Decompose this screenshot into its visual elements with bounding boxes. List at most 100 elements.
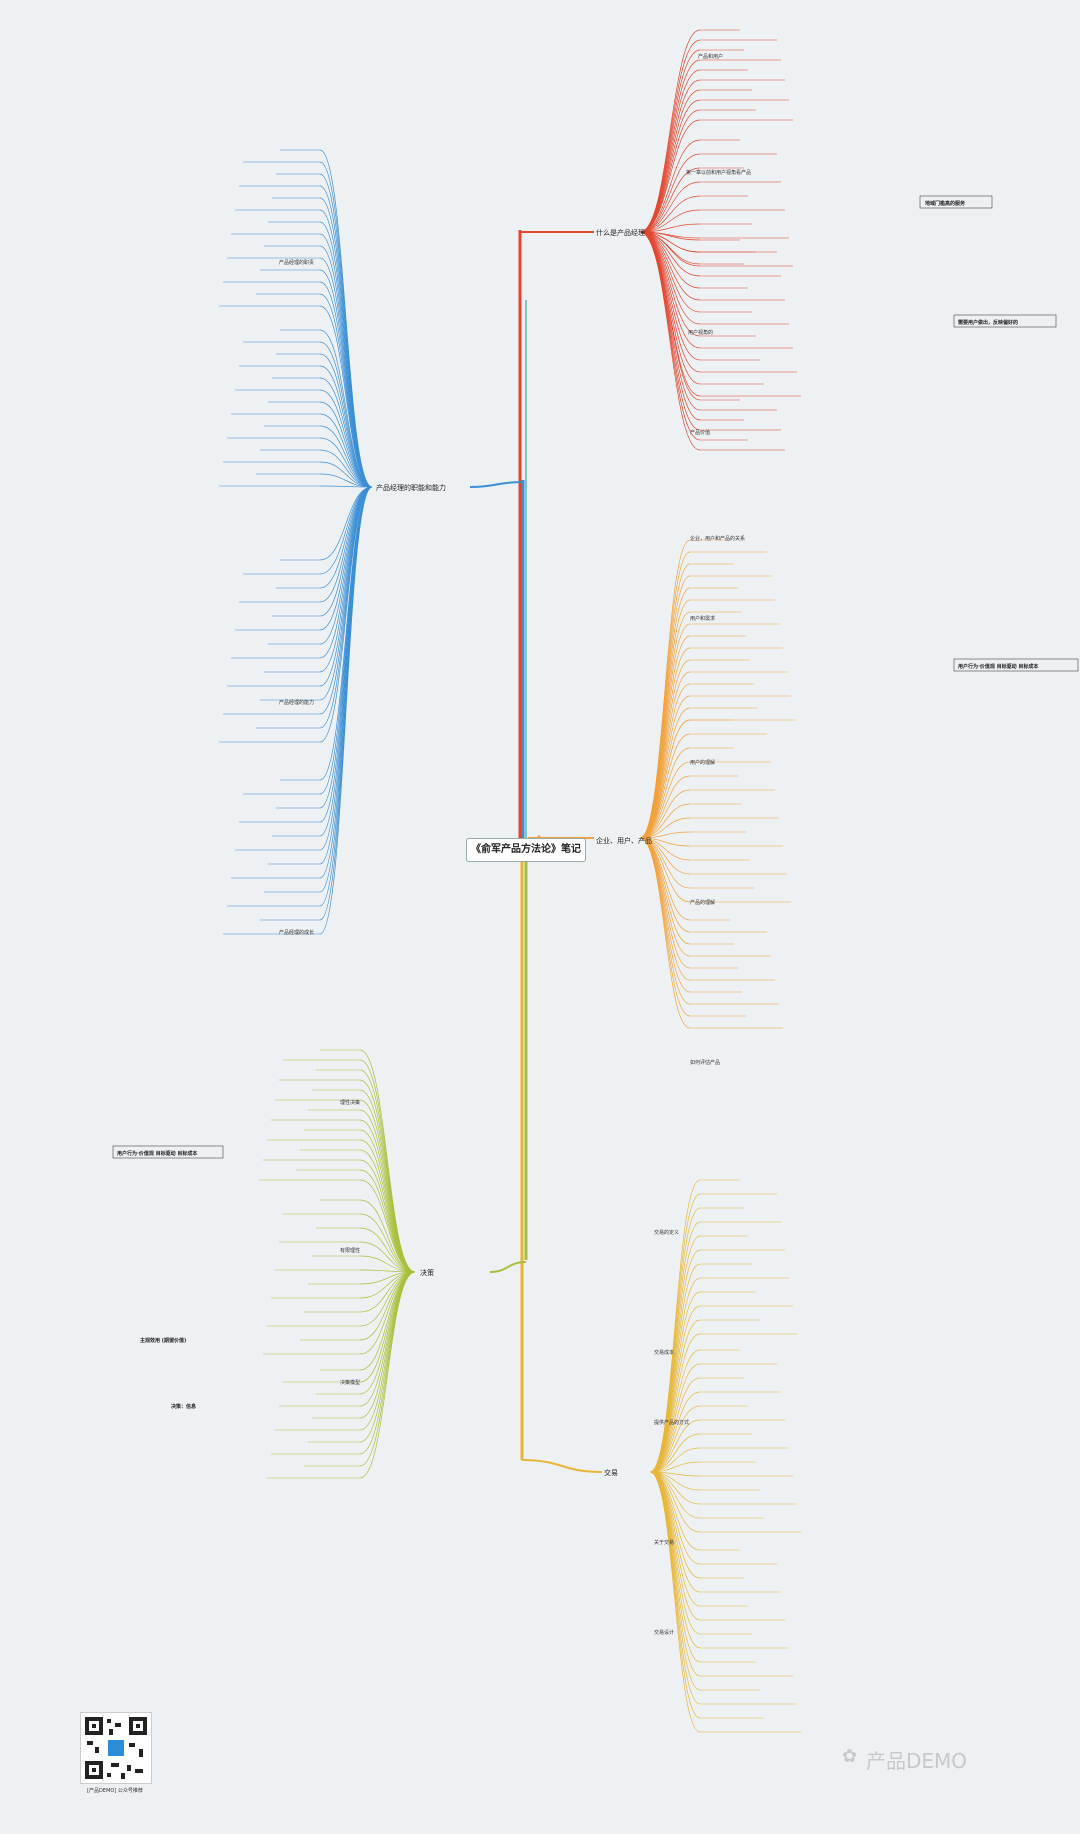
gd-c-1 [649,1471,701,1565]
or-b-6 [639,803,691,839]
red-a-8 [639,109,701,233]
bl-b-13 [319,485,373,488]
red-a-2 [639,49,701,233]
gold-sub-1[interactable]: 交易成本 [654,1350,675,1356]
bl-d-1 [319,486,373,795]
or-a-5 [639,599,691,839]
red-a-9 [639,119,701,233]
branch-red-label[interactable]: 什么是产品经理 [596,229,645,237]
orange-sub-2[interactable]: 用户的理解 [690,760,716,766]
gd-c-6 [649,1471,701,1635]
ol-c-9 [359,1271,416,1479]
or-a-1 [639,551,691,839]
ol-a-6 [359,1109,416,1273]
olive-sub-2[interactable]: 决策模型 [339,1380,360,1386]
or-a-13 [639,695,691,839]
gold-sub-2[interactable]: 提供产品的方式 [654,1420,690,1426]
bl-d-2 [319,486,373,809]
or-b-0 [639,719,691,839]
ol-a-8 [359,1129,416,1273]
red-a-1 [639,39,701,233]
gd-b-6 [649,1433,701,1473]
orange-sub-4[interactable]: 如何评估产品 [690,1060,721,1066]
bl-b-2 [319,353,373,488]
red-sub-1[interactable]: 第一章以前和用户视角看产品 [686,170,752,176]
wechat-icon: ✿ [842,1746,858,1767]
olive-sub-0[interactable]: 理性决策 [339,1100,360,1106]
red-sub-0[interactable]: 产品和用户 [698,54,724,60]
qr-caption: [产品DEMO] 公众号推荐 [87,1788,143,1794]
bl-b-4 [319,377,373,488]
note-orange-1: 用户行为·价值观 目标驱动 目标成本 [958,664,1039,670]
or-b-11 [639,837,691,875]
bl-c-4 [319,486,373,617]
note-red-1: 地域门槛高的服务 [925,201,966,207]
gold-sub-4[interactable]: 交易设计 [654,1630,675,1636]
gd-b-4 [649,1405,701,1473]
ol-a-4 [359,1089,416,1273]
note-red-1-frame [919,195,993,209]
bl-c-13 [319,486,373,743]
gd-a-0 [649,1179,701,1473]
central-topic[interactable]: 《俞军产品方法论》笔记 [466,838,586,862]
branch-gold-label[interactable]: 交易 [604,1469,618,1477]
branch-olive-label[interactable]: 决策 [420,1269,434,1277]
red-a-7 [639,99,701,233]
ol-c-4 [359,1271,416,1419]
branch-olive-line [489,1261,527,1273]
ol-b-1 [359,1213,416,1273]
bl-b-3 [319,365,373,488]
blue-sub-0[interactable]: 产品经理的职责 [278,260,314,266]
branch-blue-label[interactable]: 产品经理的职能和能力 [376,484,446,492]
ol-b-8 [359,1271,416,1313]
ol-b-2 [359,1227,416,1273]
red-a-6 [639,89,701,233]
ol-a-0 [359,1049,416,1273]
or-a-9 [639,647,691,839]
or-c-9 [639,837,691,1029]
red-a-0 [639,29,701,233]
or-a-3 [639,575,691,839]
orange-sub-0[interactable]: 企业，用户和产品的关系 [690,536,746,542]
blue-sub-1[interactable]: 产品经理的能力 [278,700,314,706]
or-a-6 [639,611,691,839]
bl-b-11 [319,461,373,488]
bl-b-8 [319,425,373,488]
bl-a-7 [319,233,373,488]
orange-sub-3[interactable]: 产品的理解 [690,900,716,906]
or-a-7 [639,623,691,839]
orange-sub-1[interactable]: 用户和需求 [690,616,716,622]
gd-c-7 [649,1471,701,1649]
red-b-4 [639,195,701,233]
gd-b-7 [649,1447,701,1473]
or-c-4 [639,837,691,969]
gold-sub-3[interactable]: 关于交易 [654,1540,675,1546]
bl-b-9 [319,437,373,488]
gd-b-3 [649,1391,701,1473]
branch-orange-label[interactable]: 企业、用户、产品 [596,837,652,845]
olive-sub-1[interactable]: 有限理性 [339,1248,360,1254]
gd-b-12 [649,1471,701,1519]
blue-sub-2[interactable]: 产品经理的成长 [278,930,314,936]
bl-a-10 [319,269,373,488]
gd-a-3 [649,1221,701,1473]
bl-a-0 [319,149,373,488]
red-c-13 [639,231,701,397]
bl-b-6 [319,401,373,488]
red-sub-3[interactable]: 产品价值 [690,430,711,436]
red-b-0 [639,139,701,233]
or-b-3 [639,761,691,839]
qr-code-pattern [85,1717,147,1779]
ol-a-9 [359,1139,416,1273]
bl-a-9 [319,257,373,488]
bl-b-1 [319,341,373,488]
red-sub-2[interactable]: 用户视角的 [688,330,714,336]
gold-sub-0[interactable]: 交易的定义 [654,1230,680,1236]
red-b-3 [639,181,701,233]
red-a-5 [639,79,701,233]
ol-b-11 [359,1271,416,1355]
gd-c-13 [649,1471,701,1733]
bl-d-8 [319,486,373,893]
